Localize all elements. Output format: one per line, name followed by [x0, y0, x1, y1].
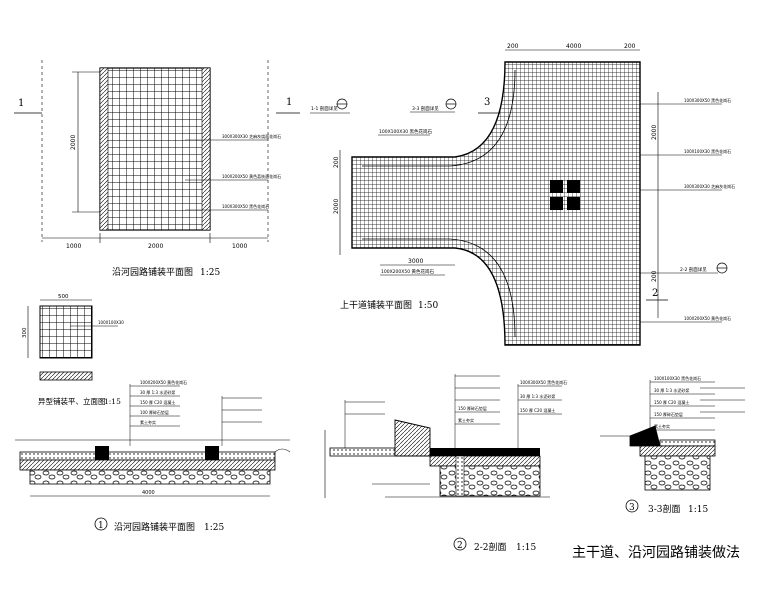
- section-1-note-3: 150 厚 C20 混凝土: [140, 399, 175, 405]
- main-plan-dim-top-3: 200: [624, 43, 636, 50]
- section-1-dim: 4000: [142, 490, 155, 496]
- main-road-plan-view: 200 4000 200 200 2000 2000 200 3000 1-1 …: [276, 43, 735, 346]
- main-plan-note-right-1: 100X300X50 黑色花岗石: [684, 97, 731, 103]
- river-plan-scale: 1:25: [200, 268, 220, 278]
- river-plan-dim-2: 2000: [148, 243, 163, 250]
- section-3-note-4: 150 厚碎石垫层: [654, 411, 683, 417]
- main-plan-section-mark-1: 1: [286, 97, 292, 108]
- section-3-note-1: 100X100X30 黑色花岗石: [654, 375, 701, 381]
- section-2-note-2: 30 厚 1:3 水泥砂浆: [520, 393, 555, 399]
- section-3-note-5: 素土夯实: [654, 423, 670, 429]
- sheet-title: 主干道、沿河园路铺装做法: [572, 545, 740, 561]
- paving-detail-view: 500 300 100X100X30 异型铺装平、立面图 1:15: [22, 294, 124, 406]
- paving-detail-note: 100X100X30: [98, 320, 124, 325]
- river-plan-caption: 沿河园路铺装平面图: [112, 266, 193, 278]
- river-plan-note-3: 100X300X50 黑色花岗石: [222, 203, 269, 209]
- paving-detail-dim-top: 500: [58, 294, 69, 300]
- river-plan-section-mark: 1: [18, 98, 24, 109]
- main-plan-note-right-5: 100X200X50 黄色花岗石: [684, 315, 731, 321]
- river-plan-view: 2000 1000 2000 1000 300X300X30 芝麻灰烧面花岗石 …: [14, 60, 281, 278]
- section-2-view: 100X300X50 黑色花岗石 30 厚 1:3 水泥砂浆 150 厚 C20…: [324, 374, 567, 553]
- river-plan-note-1: 300X300X30 芝麻灰烧面花岗石: [222, 133, 281, 139]
- section-2-note-1: 100X300X50 黑色花岗石: [520, 379, 567, 385]
- river-plan-note-2: 100X200X50 黄色荔枝面花岗石: [222, 173, 281, 179]
- section-1-note-2: 30 厚 1:3 水泥砂浆: [140, 389, 175, 395]
- main-plan-note-left-2: 3-3 剖面详见: [412, 105, 439, 112]
- section-1-number: 1: [98, 521, 104, 531]
- section-1-note-4: 100 厚碎石垫层: [140, 409, 169, 415]
- section-3-scale: 1:15: [688, 505, 708, 515]
- main-plan-caption: 上干道铺装平面图: [340, 299, 412, 311]
- main-plan-scale: 1:50: [418, 301, 438, 311]
- main-plan-dim-left-1: 200: [333, 156, 340, 168]
- section-3-note-2: 30 厚 1:3 水泥砂浆: [654, 387, 689, 393]
- main-plan-dim-right-2: 200: [651, 270, 658, 282]
- paving-detail-caption: 异型铺装平、立面图: [38, 396, 106, 406]
- section-1-scale: 1:25: [204, 523, 224, 533]
- main-plan-dim-top-2: 4000: [566, 43, 581, 50]
- section-3-caption: 3-3剖面: [648, 503, 681, 515]
- section-1-caption: 沿河园路铺装平面图: [114, 521, 195, 533]
- main-plan-note-left-4: 100X200X50 黄色花岗石: [381, 268, 434, 275]
- section-3-number: 3: [629, 503, 635, 513]
- section-1-view: 4000 100X200X50 黄色花岗石 30 厚 1:3 水泥砂浆 150 …: [15, 379, 291, 533]
- main-plan-dim-right-1: 2000: [651, 125, 658, 140]
- main-plan-dim-top-1: 200: [507, 43, 519, 50]
- section-3-note-3: 150 厚 C20 混凝土: [654, 399, 689, 405]
- main-plan-section-mark-2: 2: [652, 288, 658, 299]
- section-2-note-4: 150 厚碎石垫层: [458, 405, 487, 411]
- main-plan-section-mark-3: 3: [484, 97, 490, 108]
- main-plan-note-left-3: 100X100X30 黑色花岗石: [379, 128, 432, 135]
- river-plan-dim-1: 1000: [66, 243, 81, 250]
- section-2-scale: 1:15: [516, 543, 536, 553]
- paving-detail-scale: 1:15: [104, 397, 121, 406]
- section-2-note-5: 素土夯实: [458, 417, 474, 423]
- main-plan-dim-left-2: 2000: [333, 199, 340, 214]
- main-plan-note-right-2: 100X100X30 黑色花岗石: [684, 148, 731, 154]
- main-plan-dim-inner: 3000: [408, 258, 423, 265]
- paving-detail-dim-left: 300: [22, 327, 28, 338]
- section-2-note-3: 150 厚 C20 混凝土: [520, 407, 555, 413]
- section-2-caption: 2-2剖面: [474, 541, 507, 553]
- river-plan-dim-3: 1000: [232, 243, 247, 250]
- river-plan-dim-side: 2000: [70, 135, 77, 150]
- main-plan-note-right-3: 300X300X30 芝麻灰花岗石: [684, 183, 735, 189]
- section-2-number: 2: [457, 541, 463, 551]
- main-plan-note-right-4: 2-2 剖面详见: [680, 266, 707, 273]
- section-1-note-1: 100X200X50 黄色花岗石: [140, 379, 187, 385]
- main-plan-note-left-1: 1-1 剖面详见: [311, 105, 338, 112]
- section-3-view: 100X100X30 黑色花岗石 30 厚 1:3 水泥砂浆 150 厚 C20…: [600, 375, 745, 515]
- section-1-note-5: 素土夯实: [140, 419, 156, 425]
